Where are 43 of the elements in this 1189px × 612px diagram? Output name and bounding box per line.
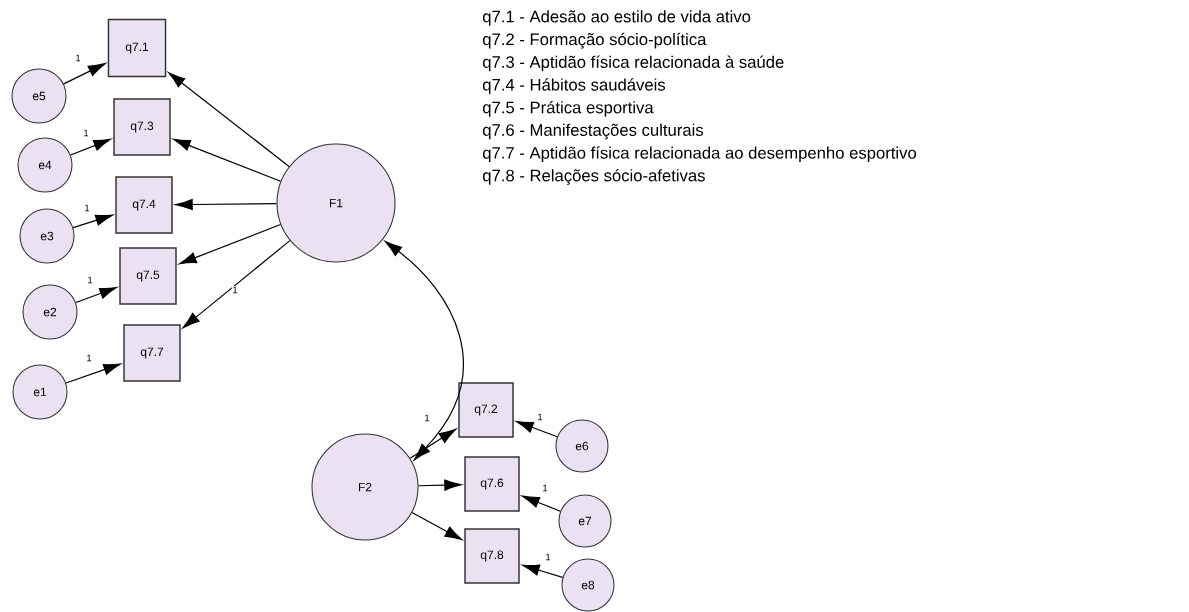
variable-box: q7.4: [115, 176, 173, 234]
arrow: [516, 420, 558, 438]
definition-text: q7.2 - Formação sócio-política: [482, 32, 707, 49]
arrow: [75, 287, 117, 304]
definition-text: q7.6 - Manifestações culturais: [482, 123, 704, 140]
edge-label: 1: [541, 484, 549, 492]
edge-label: 1: [74, 54, 82, 62]
variable-box: q7.8: [464, 528, 520, 584]
definition-text: q7.4 - Hábitos saudáveis: [482, 78, 666, 94]
arrow: [173, 138, 282, 182]
edge-label: 1: [544, 553, 552, 561]
definition-text: q7.5 - Prática esportiva: [482, 100, 654, 117]
arrow: [384, 240, 464, 461]
edge-label: 1: [86, 276, 94, 284]
definition-text: q7.8 - Relações sócio-afetivas: [482, 169, 705, 185]
edge-label: 1: [423, 414, 431, 422]
arrow: [175, 198, 278, 211]
arrow: [65, 363, 121, 384]
arrow: [63, 63, 106, 85]
variable-box: q7.5: [119, 247, 177, 305]
arrow: [417, 479, 462, 491]
edge-label: 1: [82, 129, 90, 137]
definition-text: q7.1 - Adesão ao estilo de vida ativo: [482, 10, 751, 26]
arrow: [168, 72, 290, 167]
variable-box: q7.2: [458, 382, 514, 438]
edge-label: 1: [85, 354, 93, 362]
arrow: [409, 428, 457, 459]
arrow: [411, 511, 463, 541]
variable-box: q7.6: [464, 456, 520, 512]
arrow: [522, 564, 564, 578]
edge-label: 1: [231, 286, 239, 294]
edge-label: 1: [536, 413, 544, 421]
arrow: [182, 240, 291, 329]
definition-text: q7.7 - Aptidão física relacionada ao desempenho esportivo: [482, 146, 917, 163]
arrow: [72, 214, 113, 229]
variable-box: q7.1: [107, 18, 167, 78]
edge-label: 1: [83, 204, 91, 212]
definition-text: q7.3 - Aptidão física relacionada à saúde: [482, 55, 784, 72]
arrow: [70, 138, 111, 156]
arrow: [522, 495, 561, 512]
variable-box: q7.7: [123, 324, 181, 382]
arrow: [179, 223, 282, 265]
variable-box: q7.3: [113, 98, 171, 156]
